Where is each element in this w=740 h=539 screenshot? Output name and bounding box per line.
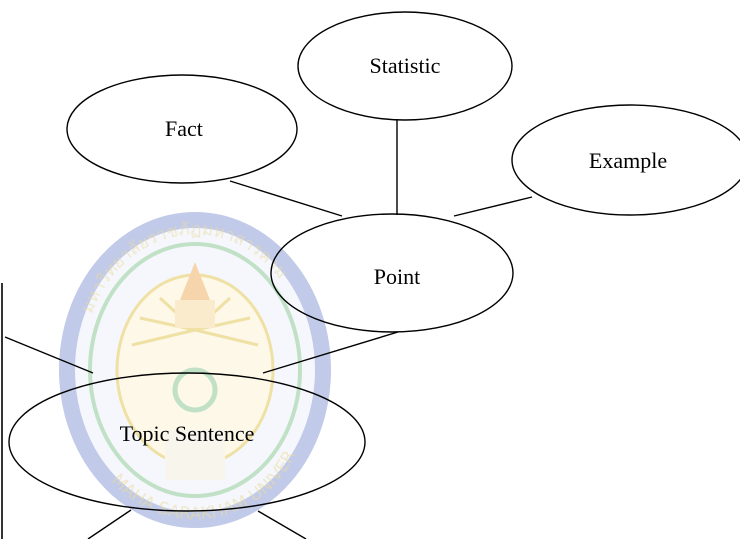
node-fact: Fact <box>66 74 298 184</box>
edge-topic-bottom-left <box>87 509 132 539</box>
node-point: Point <box>270 213 514 333</box>
statistic-label: Statistic <box>370 53 441 78</box>
statistic-ellipse <box>297 11 513 121</box>
fact-ellipse <box>66 74 298 184</box>
edge-left-topic <box>4 336 94 374</box>
connector-lines <box>4 119 533 539</box>
node-topic-sentence: Topic Sentence <box>8 372 366 512</box>
point-ellipse <box>270 213 514 333</box>
edge-point-topic <box>262 331 399 374</box>
node-example: Example <box>511 104 740 216</box>
edge-topic-bottom-right <box>257 510 307 539</box>
example-ellipse <box>511 104 740 216</box>
fact-label: Fact <box>165 116 203 141</box>
edge-example-point <box>453 196 533 217</box>
example-label: Example <box>589 148 667 173</box>
point-label: Point <box>374 264 420 289</box>
topic-sentence-ellipse <box>8 372 366 512</box>
edge-fact-point <box>229 180 343 217</box>
node-statistic: Statistic <box>297 11 513 121</box>
topic-sentence-label: Topic Sentence <box>120 421 255 446</box>
